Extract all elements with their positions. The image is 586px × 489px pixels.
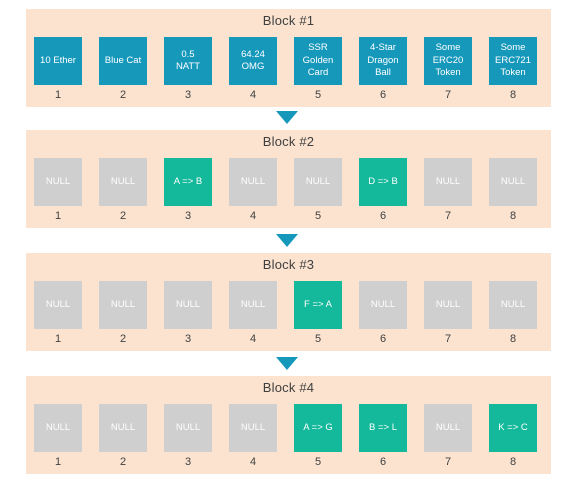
slot-index-label: 6 xyxy=(379,456,387,468)
slot-cell: 10 Ether xyxy=(34,37,82,85)
slot-index-label: 1 xyxy=(54,456,62,468)
slot-cell: NULL xyxy=(34,404,82,452)
slot-index-label: 7 xyxy=(444,89,452,101)
slot-index-label: 5 xyxy=(314,333,322,345)
slot-index-label: 5 xyxy=(314,456,322,468)
down-arrow-icon xyxy=(276,111,298,124)
slot-cell: NULL xyxy=(99,404,147,452)
slot-index-label: 8 xyxy=(509,210,517,222)
slot-cell: NULL xyxy=(424,404,472,452)
slot-index-label: 6 xyxy=(379,333,387,345)
slot-cell: NULL xyxy=(489,281,537,329)
slot-index-label: 3 xyxy=(184,210,192,222)
slot-cell: NULL xyxy=(229,281,277,329)
slot-index-label: 2 xyxy=(119,89,127,101)
slot-cell: NULL xyxy=(164,281,212,329)
slot-cell: NULL xyxy=(294,158,342,206)
slot-index-label: 3 xyxy=(184,456,192,468)
slot-cell: NULL xyxy=(359,281,407,329)
slot-index-label: 2 xyxy=(119,333,127,345)
block-title: Block #1 xyxy=(262,13,315,28)
slot-index-label: 2 xyxy=(119,456,127,468)
slot-cell: B => L xyxy=(359,404,407,452)
slot-index-label: 8 xyxy=(509,333,517,345)
slot-cell: NULL xyxy=(34,158,82,206)
slot-index-label: 8 xyxy=(509,89,517,101)
slot-index-label: 4 xyxy=(249,210,257,222)
slot-index-label: 2 xyxy=(119,210,127,222)
slot-cell: NULL xyxy=(424,158,472,206)
slot-index-label: 7 xyxy=(444,456,452,468)
slot-index-label: 6 xyxy=(379,210,387,222)
slot-cell: NULL xyxy=(424,281,472,329)
slot-cell: Some ERC20 Token xyxy=(424,37,472,85)
slot-cell: NULL xyxy=(489,158,537,206)
down-arrow-icon xyxy=(276,357,298,370)
block-title: Block #3 xyxy=(262,257,315,272)
block-4: Block #4 NULL 1 NULL 2 NULL 3 NULL 4 A => G 5 B => … xyxy=(26,376,551,474)
slot-index-label: 4 xyxy=(249,333,257,345)
block-3: Block #3 NULL 1 NULL 2 NULL 3 NULL 4 F => A 5 NULL 6… xyxy=(26,253,551,351)
block-title: Block #2 xyxy=(262,134,315,149)
slot-cell: A => B xyxy=(164,158,212,206)
slot-index-label: 1 xyxy=(54,210,62,222)
slot-index-label: 3 xyxy=(184,333,192,345)
slot-index-label: 8 xyxy=(509,456,517,468)
block-1: Block #1 10 Ether 1 Blue Cat 2 0.5 NATT 3 64.24… xyxy=(26,9,551,107)
slot-index-label: 1 xyxy=(54,89,62,101)
block-2: Block #2 NULL 1 NULL 2 A => B 3 NULL 4 NULL 5 D => … xyxy=(26,130,551,228)
slot-cell: K => C xyxy=(489,404,537,452)
slot-cell: A => G xyxy=(294,404,342,452)
slot-cell: NULL xyxy=(229,404,277,452)
slot-cell: D => B xyxy=(359,158,407,206)
slot-cell: NULL xyxy=(229,158,277,206)
slot-cell: 4-Star Dragon Ball xyxy=(359,37,407,85)
slot-cell: Blue Cat xyxy=(99,37,147,85)
down-arrow-icon xyxy=(276,234,298,247)
slot-cell: SSR Golden Card xyxy=(294,37,342,85)
block-title: Block #4 xyxy=(262,380,315,395)
slot-index-label: 5 xyxy=(314,210,322,222)
slot-cell: 64.24 OMG xyxy=(229,37,277,85)
slot-cell: NULL xyxy=(99,281,147,329)
slot-cell: NULL xyxy=(164,404,212,452)
slot-index-label: 7 xyxy=(444,333,452,345)
slot-cell: Some ERC721 Token xyxy=(489,37,537,85)
slot-index-label: 6 xyxy=(379,89,387,101)
slot-cell: NULL xyxy=(99,158,147,206)
slot-index-label: 4 xyxy=(249,456,257,468)
slot-index-label: 3 xyxy=(184,89,192,101)
slot-cell: NULL xyxy=(34,281,82,329)
slot-index-label: 7 xyxy=(444,210,452,222)
slot-index-label: 1 xyxy=(54,333,62,345)
slot-cell: F => A xyxy=(294,281,342,329)
slot-index-label: 4 xyxy=(249,89,257,101)
slot-index-label: 5 xyxy=(314,89,322,101)
slot-cell: 0.5 NATT xyxy=(164,37,212,85)
